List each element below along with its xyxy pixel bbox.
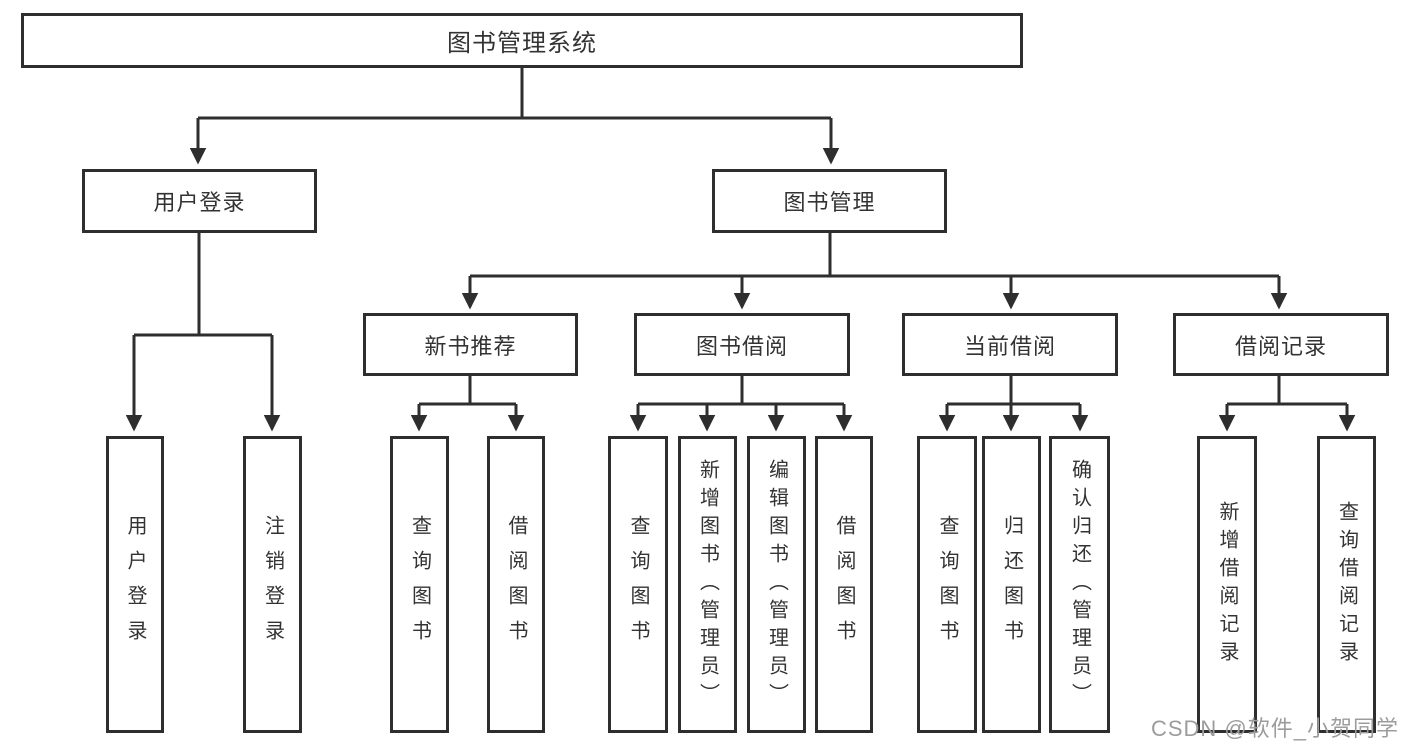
node-root-label: 图书管理系统 [447,30,597,57]
node-current-borrowing-label: 当前借阅 [963,333,1056,359]
leaf-add-books-admin-label: 新增图书（管理员） [696,458,719,711]
leaf-recommend-query-books: 查询图书 [390,436,449,733]
leaf-edit-books-admin: 编辑图书（管理员） [747,436,806,733]
leaf-add-borrow-record-label: 新增借阅记录 [1216,500,1238,669]
csdn-watermark: CSDN @软件_小贺同学 [1150,716,1399,741]
node-new-book-recommend: 新书推荐 [363,313,578,376]
leaf-borrowing-query-books-label: 查询图书 [627,514,649,655]
leaf-return-books: 归还图书 [982,436,1041,733]
node-new-book-recommend-label: 新书推荐 [424,333,517,359]
node-book-management-label: 图书管理 [783,190,876,215]
leaf-query-borrow-record-label: 查询借阅记录 [1335,500,1358,669]
leaf-return-books-label: 归还图书 [1000,514,1023,655]
node-user-login: 用户登录 [82,169,317,233]
node-current-borrowing: 当前借阅 [902,313,1118,376]
leaf-recommend-borrow-books: 借阅图书 [487,436,545,733]
node-root-library-system: 图书管理系统 [21,13,1023,68]
leaf-add-borrow-record: 新增借阅记录 [1197,436,1257,733]
leaf-current-query-books: 查询图书 [917,436,977,733]
leaf-recommend-query-books-label: 查询图书 [408,514,431,655]
leaf-query-borrow-record: 查询借阅记录 [1317,436,1376,733]
leaf-user-login-label: 用户登录 [124,514,146,655]
leaf-user-login: 用户登录 [106,436,164,733]
node-borrowing-records-label: 借阅记录 [1234,333,1327,359]
node-book-borrowing-label: 图书借阅 [695,333,788,359]
leaf-recommend-borrow-books-label: 借阅图书 [505,514,527,655]
leaf-confirm-return-admin-label: 确认归还（管理员） [1068,458,1091,711]
node-book-management: 图书管理 [712,169,947,233]
leaf-edit-books-admin-label: 编辑图书（管理员） [765,458,788,711]
leaf-add-books-admin: 新增图书（管理员） [678,436,737,733]
node-user-login-label: 用户登录 [153,190,246,215]
node-book-borrowing: 图书借阅 [634,313,850,376]
leaf-logout: 注销登录 [243,436,302,733]
leaf-borrowing-borrow-books: 借阅图书 [815,436,873,733]
leaf-confirm-return-admin: 确认归还（管理员） [1049,436,1110,733]
leaf-borrowing-query-books: 查询图书 [608,436,668,733]
node-borrowing-records: 借阅记录 [1173,313,1389,376]
leaf-borrowing-borrow-books-label: 借阅图书 [833,514,855,655]
leaf-logout-label: 注销登录 [261,514,284,655]
leaf-current-query-books-label: 查询图书 [936,514,958,655]
